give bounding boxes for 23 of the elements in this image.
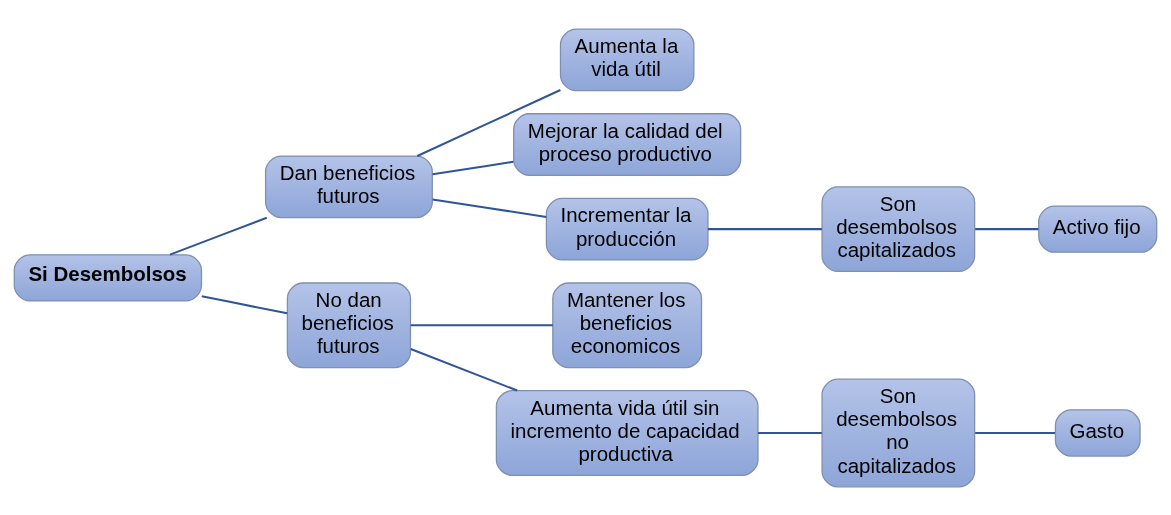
node-box: Activo fijo — [1038, 204, 1158, 253]
connector — [169, 216, 268, 256]
node-box: Si Desembolsos — [13, 253, 203, 302]
node-box: Aumenta vida útil sin incremento de capacidad productiva — [495, 389, 759, 476]
connector — [975, 227, 1039, 230]
connector — [410, 347, 518, 392]
connector — [201, 294, 288, 314]
connector — [758, 431, 822, 434]
node-box: Aumenta la vida útil — [559, 28, 695, 91]
node-box: Son desembolsos capitalizados — [821, 185, 976, 272]
connector — [432, 160, 514, 175]
connector — [432, 197, 547, 218]
connector — [707, 227, 822, 230]
node-box: Mejorar la calidad del proceso productivo — [513, 112, 742, 176]
node-box: Mantener los beneficios economicos — [552, 281, 703, 368]
node-box: Son desembolsos no capitalizados — [821, 378, 976, 487]
node-box: Incrementar la producción — [545, 197, 709, 261]
connector — [416, 88, 561, 157]
node-box: No dan beneficios futuros — [286, 281, 412, 368]
node-box: Dan beneficios futuros — [264, 154, 433, 218]
connector — [410, 323, 553, 326]
node-box: Gasto — [1054, 408, 1141, 457]
connector — [975, 431, 1055, 434]
